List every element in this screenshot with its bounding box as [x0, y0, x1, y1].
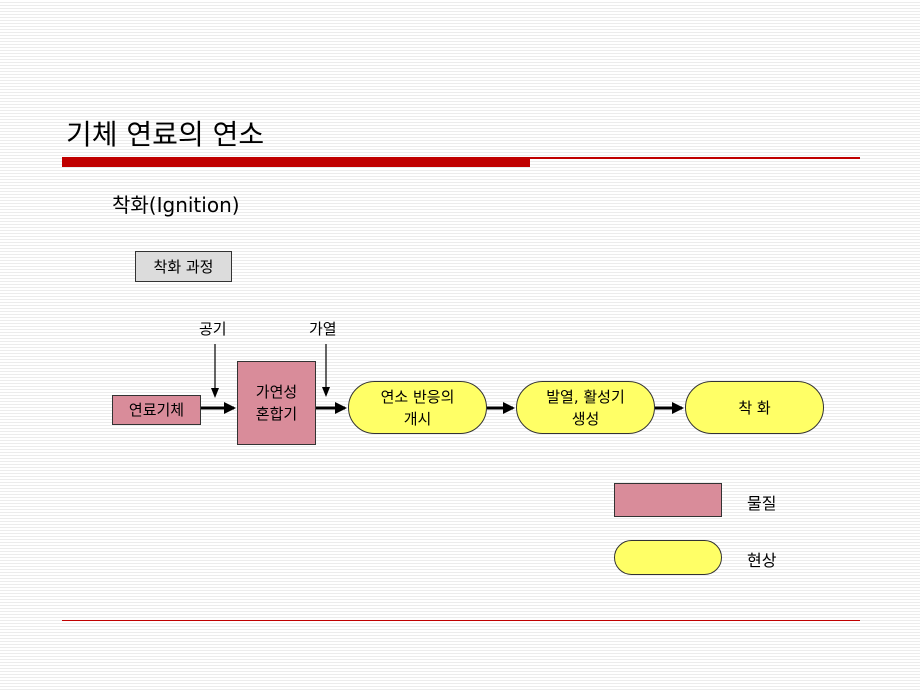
arrow-heat-head	[322, 387, 330, 397]
ignition-step: 착 화	[685, 381, 824, 434]
combustible-mixture-box: 가연성 혼합기	[237, 361, 316, 445]
process-label-box: 착화 과정	[135, 251, 232, 282]
combustible-mixture-label: 가연성 혼합기	[255, 383, 298, 423]
heat-radical-step: 발열, 활성기 생성	[516, 381, 655, 434]
input-label-heat: 가열	[309, 320, 337, 338]
legend-phenomenon-label: 현상	[747, 551, 777, 570]
section-subtitle: 착화(Ignition)	[112, 193, 240, 217]
fuel-gas-box: 연료기체	[112, 395, 201, 425]
title-underline-thick	[62, 157, 530, 167]
arrow-air-head	[211, 388, 219, 398]
bottom-rule	[62, 620, 860, 621]
ignition-label: 착 화	[738, 398, 771, 417]
fuel-gas-label: 연료기체	[128, 401, 185, 419]
legend-phenomenon-swatch	[614, 540, 722, 575]
combustion-start-step: 연소 반응의 개시	[348, 381, 487, 434]
legend-material-label: 물질	[747, 494, 777, 513]
slide-title: 기체 연료의 연소	[66, 118, 265, 151]
legend-material-swatch	[614, 483, 722, 517]
input-label-air: 공기	[199, 320, 227, 338]
combustion-start-label: 연소 반응의 개시	[380, 387, 455, 428]
heat-radical-label: 발열, 활성기 생성	[546, 387, 625, 428]
